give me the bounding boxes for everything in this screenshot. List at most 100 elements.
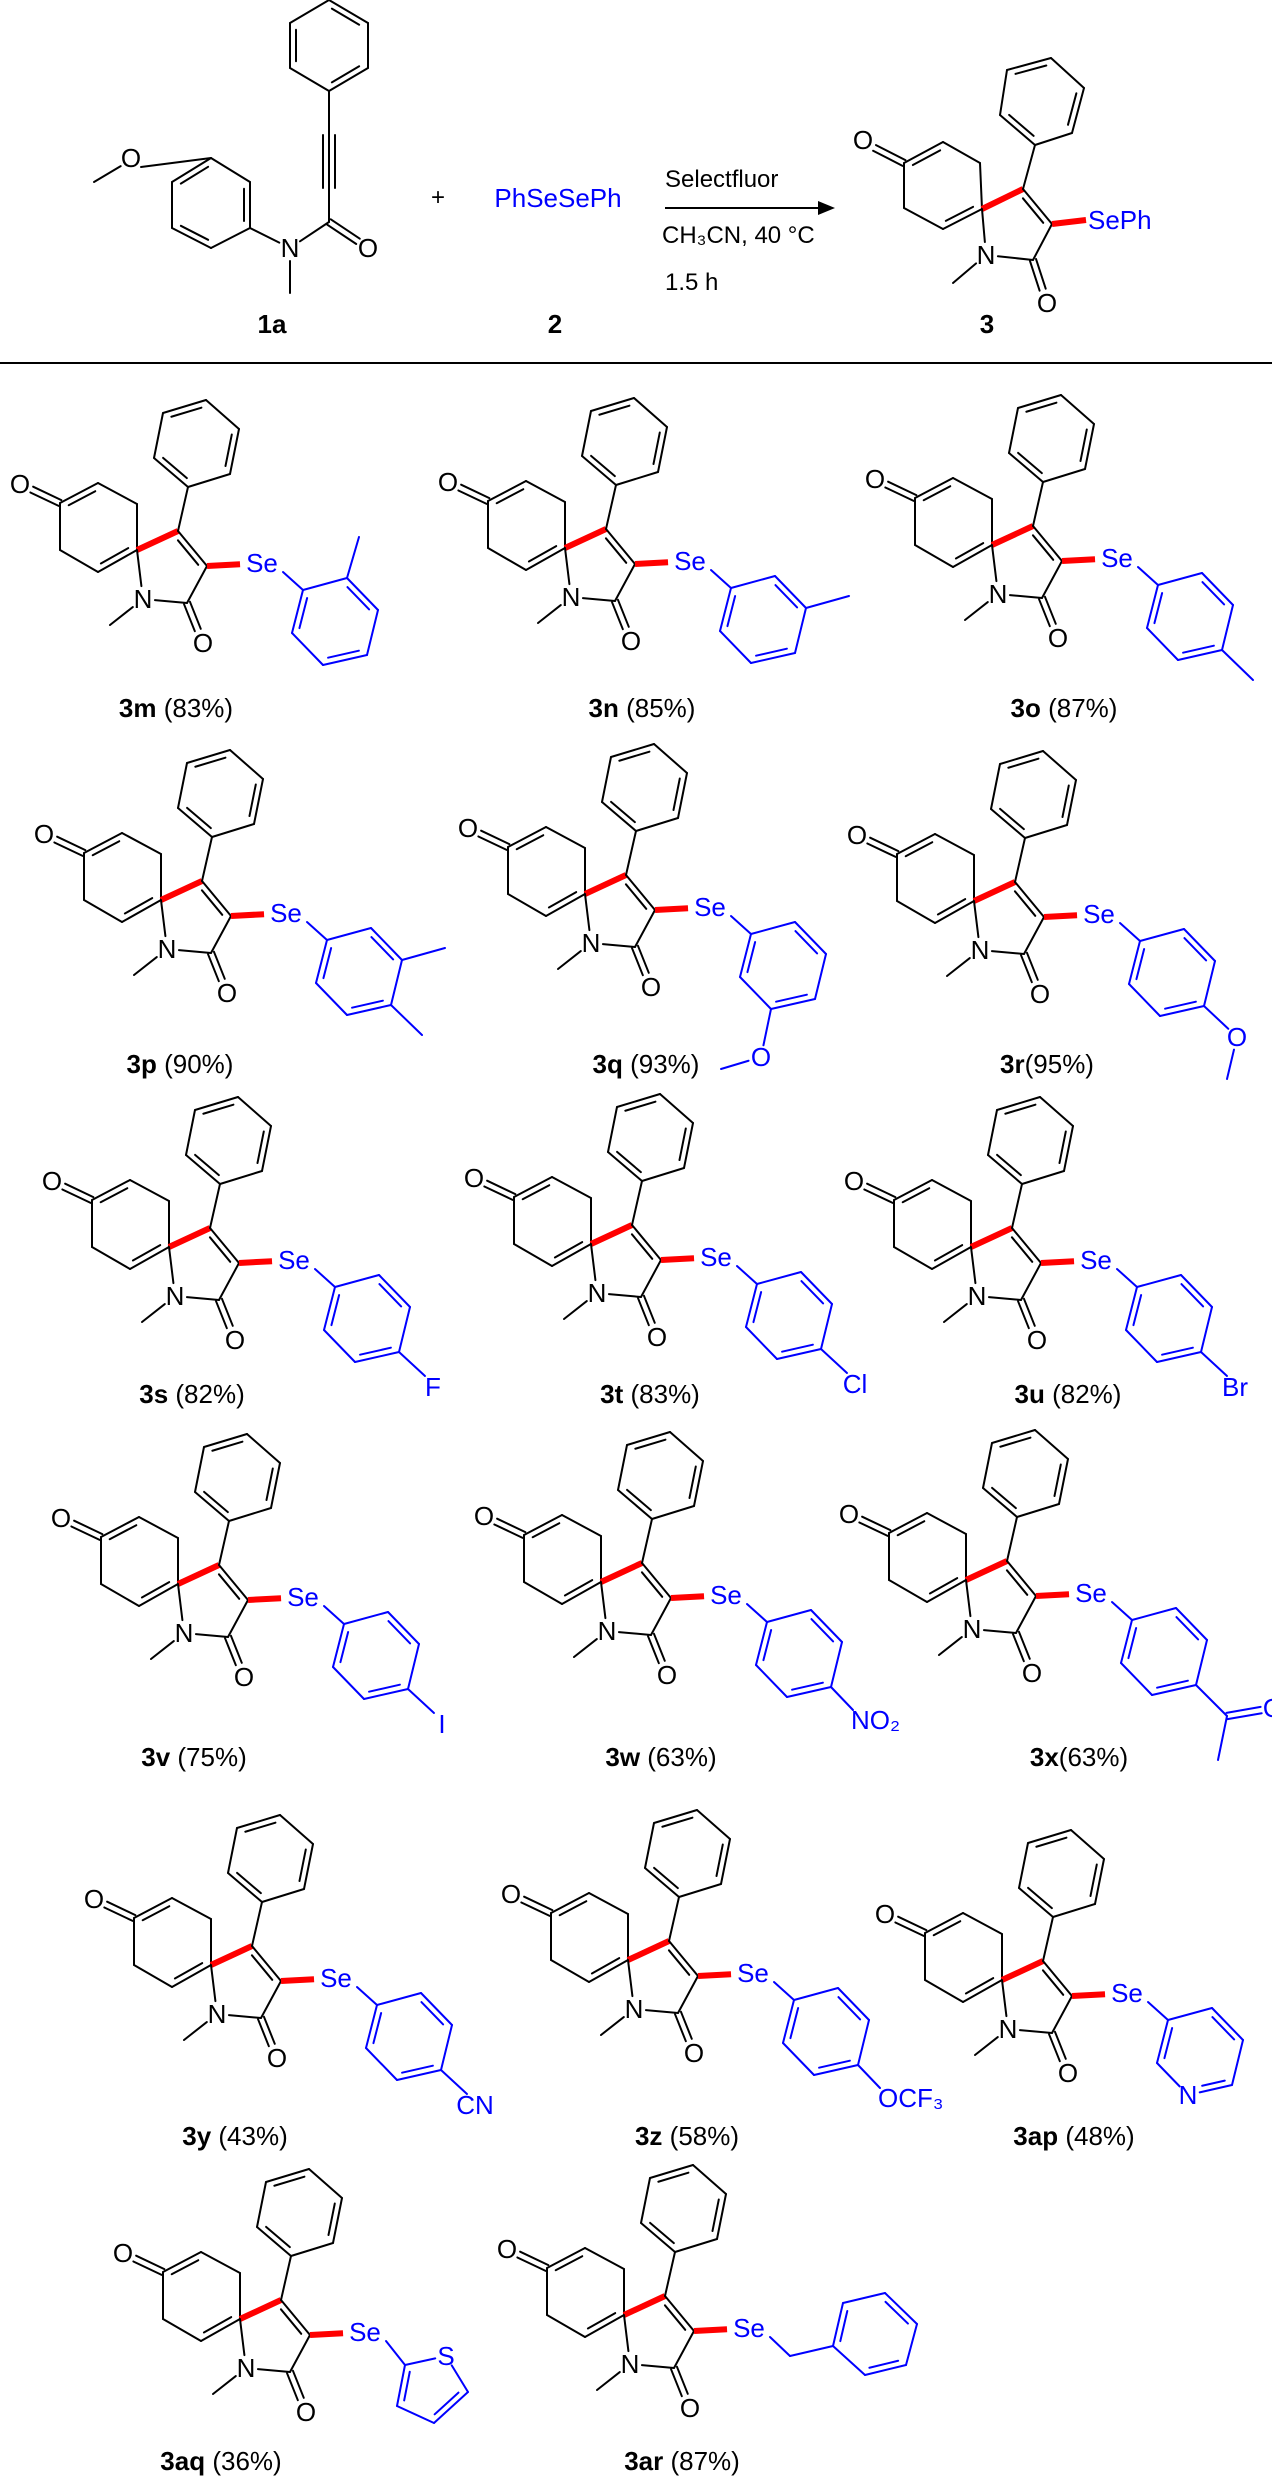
double-bond	[480, 829, 511, 846]
double-bond-line	[901, 1187, 931, 1204]
ring-bond	[650, 1597, 672, 1636]
ring-bond	[363, 1688, 409, 1700]
carbonyl-oxygen: O	[296, 2397, 316, 2427]
carbonyl-oxygen: O	[1058, 2058, 1078, 2088]
new-cse-bond-highlight	[247, 1595, 282, 1603]
methyl-bond	[390, 1004, 423, 1036]
compound-yield: (63%)	[1059, 1742, 1128, 1772]
double-bond-line	[224, 433, 233, 468]
ring-bond	[965, 1579, 972, 1618]
ring-bond	[584, 893, 591, 932]
ring-bond	[136, 549, 143, 588]
double-bond-line	[726, 595, 737, 628]
ring-bond	[996, 255, 1034, 261]
new-cc-bond-highlight	[969, 1225, 1014, 1250]
ring-bond	[365, 2047, 398, 2081]
se-aryl-bond	[1111, 1601, 1133, 1621]
ring-bond	[1128, 983, 1161, 1017]
double-bond-line	[327, 2202, 336, 2237]
ring-bond	[545, 893, 586, 917]
amide-bond	[298, 221, 330, 243]
ring-bond	[1020, 1262, 1042, 1301]
ring-bond	[83, 832, 123, 854]
double-bond-line	[810, 1618, 835, 1643]
ring-bond	[1125, 1329, 1158, 1363]
double-bond-line	[248, 783, 257, 818]
ring-bond	[1167, 2007, 1213, 2021]
oxo-atom: O	[853, 125, 873, 155]
double-bond	[647, 1635, 660, 1665]
ring-bond	[814, 953, 827, 1000]
double-bond	[1035, 258, 1047, 290]
double-bond	[493, 1523, 524, 1539]
ring-bond	[640, 1259, 662, 1298]
compound-label: 3s (82%)	[139, 1379, 245, 1409]
double-bond-line	[837, 1996, 862, 2021]
ring-bond	[756, 1271, 802, 1285]
plus-sign: +	[431, 184, 445, 211]
double-bond-line	[1021, 197, 1045, 224]
ring-bond	[581, 597, 616, 602]
product-label: 3	[980, 309, 994, 339]
carbonyl-oxygen: O	[1027, 1325, 1047, 1355]
ring-bond	[716, 2193, 727, 2240]
ring-bond	[1039, 1096, 1074, 1127]
double-bond	[103, 1906, 134, 1922]
ring-bond	[253, 778, 264, 825]
oxo-atom: O	[464, 1163, 484, 1193]
ring-bond	[794, 607, 807, 654]
ring-bond	[551, 1176, 592, 1199]
carbonyl-oxygen: O	[641, 972, 661, 1002]
nitrogen-atom: N	[968, 1281, 987, 1311]
compound-yield: (93%)	[623, 1049, 700, 1079]
double-bond	[642, 1294, 656, 1324]
ring-bond	[376, 1992, 422, 2006]
ring-bond	[893, 1179, 933, 1201]
ring-bond	[133, 1897, 173, 1919]
ring-bond	[523, 1581, 563, 1605]
double-bond-line	[932, 1920, 962, 1937]
ring-bond	[1042, 1960, 1073, 1997]
se-aryl-bond	[1147, 2001, 1169, 2021]
new-cc-bond-highlight	[135, 528, 180, 553]
ring-bond	[627, 1959, 634, 1998]
double-bond-line	[179, 165, 210, 185]
ring-bond	[365, 2004, 378, 2049]
ring-bond	[673, 2330, 695, 2369]
ring-bond	[914, 477, 954, 499]
new-cc-bond-highlight	[167, 1225, 212, 1250]
nitrogen-atom: N	[621, 2349, 640, 2379]
double-bond	[32, 485, 63, 502]
ring-bond	[332, 1623, 345, 1668]
n-methyl-bond	[183, 2021, 208, 2041]
nitrogen-atom: N	[208, 1999, 227, 2029]
compound-id: 3m	[119, 693, 157, 723]
ring-bond	[926, 1512, 967, 1535]
oxo-atom: O	[438, 467, 458, 497]
ring-bond	[138, 1583, 179, 1607]
se-aryl-bond	[746, 1603, 768, 1623]
methyl-bond	[1221, 649, 1254, 681]
n-aryl-bond	[249, 227, 281, 244]
nitrogen-atom: N	[989, 579, 1008, 609]
ring-bond	[626, 1431, 671, 1446]
ring-bond	[719, 587, 732, 632]
ring-bond	[664, 2295, 695, 2332]
compound-id: 3v	[141, 1742, 170, 1772]
double-bond-line	[652, 431, 661, 466]
double-bond-line	[330, 1294, 341, 1327]
double-bond-line	[598, 404, 631, 416]
ring-bond	[396, 2364, 406, 2407]
double-bond-line	[1066, 92, 1078, 126]
oxo-atom: O	[847, 820, 867, 850]
se-aryl-bond	[730, 915, 752, 935]
ring-bond	[227, 1827, 238, 1874]
double-bond-line	[1004, 1103, 1037, 1115]
ring-bond	[246, 1433, 281, 1464]
new-cc-bond-highlight	[626, 1938, 671, 1963]
ring-bond	[210, 915, 232, 954]
double-bond	[53, 841, 84, 857]
ring-bond	[523, 1514, 563, 1536]
